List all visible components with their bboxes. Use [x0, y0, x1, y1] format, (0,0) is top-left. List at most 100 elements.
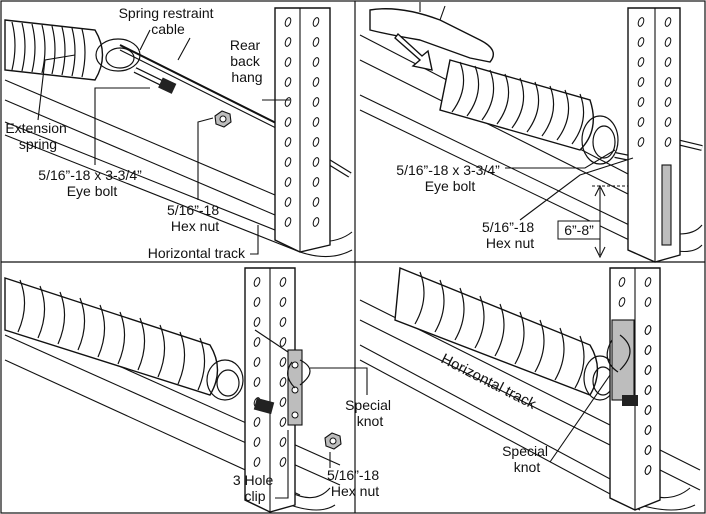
post-hole — [284, 37, 292, 47]
post-hole — [253, 417, 261, 427]
post-hole — [644, 277, 652, 287]
post-hole — [618, 277, 626, 287]
post-hole — [664, 97, 672, 107]
post-hole — [637, 57, 645, 67]
three-hole-clip-label: 3 Hole clip — [233, 472, 277, 504]
restraint-cable-drawing — [119, 44, 281, 126]
post-hole — [644, 445, 652, 455]
post-hole — [644, 385, 652, 395]
extension-spring-drawing-4 — [394, 266, 617, 401]
extension-spring-drawing-2 — [439, 59, 619, 165]
post-hole — [253, 437, 261, 447]
post-hole — [284, 117, 292, 127]
post-hole — [279, 437, 287, 447]
eye-bolt-drawing-3 — [253, 397, 275, 415]
post-hole — [253, 457, 261, 467]
extension-spring-label: Extension spring — [5, 120, 70, 152]
post-hole — [664, 37, 672, 47]
post-hole — [644, 297, 652, 307]
extension-spring-drawing — [4, 19, 141, 81]
post-hole — [284, 17, 292, 27]
post-hole — [312, 177, 320, 187]
post-hole — [279, 317, 287, 327]
post-hole — [637, 97, 645, 107]
post-hole — [644, 425, 652, 435]
post-hole — [284, 137, 292, 147]
post-hole — [279, 377, 287, 387]
post-hole — [644, 405, 652, 415]
clip-bracket-drawing — [661, 164, 672, 246]
post-hole — [637, 137, 645, 147]
panel-4: Horizontal track Special knot — [359, 266, 701, 511]
post-hole — [279, 297, 287, 307]
eye-bolt-label: 5/16”-18 x 3-3/4” Eye bolt — [38, 167, 145, 199]
post-hole — [253, 317, 261, 327]
post-hole — [253, 357, 261, 367]
post-hole — [279, 397, 287, 407]
post-hole — [284, 197, 292, 207]
angle-post-drawing — [274, 7, 331, 253]
post-hole — [284, 77, 292, 87]
post-hole — [284, 57, 292, 67]
post-hole — [637, 77, 645, 87]
hex-nut-label-3: 5/16”-18 Hex nut — [327, 467, 383, 499]
post-hole — [637, 117, 645, 127]
rear-back-hang-label: Rear back hang — [230, 37, 264, 85]
panel-2: 5/16”-18 x 3-3/4” Eye bolt 5/16”-18 Hex … — [359, 2, 703, 263]
horizontal-track-drawing — [4, 79, 353, 258]
post-hole — [312, 217, 320, 227]
special-knot-label: Special knot — [345, 397, 395, 429]
post-hole — [644, 365, 652, 375]
eye-bolt-drawing — [133, 67, 177, 94]
post-hole — [312, 157, 320, 167]
angle-post-drawing-3 — [244, 267, 296, 513]
post-hole — [312, 77, 320, 87]
post-hole — [637, 37, 645, 47]
post-hole — [312, 17, 320, 27]
hex-nut-label-2: 5/16”-18 Hex nut — [482, 219, 538, 251]
post-hole — [664, 17, 672, 27]
special-knot-label-4: Special knot — [502, 443, 552, 475]
post-hole — [664, 57, 672, 67]
extension-spring-drawing-3 — [4, 277, 244, 401]
post-hole — [279, 357, 287, 367]
post-hole — [664, 137, 672, 147]
post-hole — [279, 277, 287, 287]
post-hole — [253, 377, 261, 387]
spring-restraint-cable-label: Spring restraint cable — [119, 5, 218, 37]
horizontal-track-label: Horizontal track — [148, 245, 246, 261]
post-hole — [644, 325, 652, 335]
push-arrow — [394, 32, 433, 71]
dimension-marker — [557, 184, 628, 259]
dimension-label: 6”-8” — [564, 222, 594, 238]
post-hole — [253, 297, 261, 307]
post-hole — [284, 177, 292, 187]
panel-3: Special knot 3 Hole clip 5/16”-18 Hex nu… — [4, 267, 395, 513]
post-hole — [312, 197, 320, 207]
post-hole — [312, 97, 320, 107]
post-hole — [253, 337, 261, 347]
angle-post-drawing-2 — [627, 7, 681, 263]
post-hole — [637, 17, 645, 27]
hex-nut-label: 5/16”-18 Hex nut — [167, 202, 223, 234]
clip-plate-drawing — [611, 319, 635, 401]
panel-1: Spring restraint cable Rear back hang Ex… — [4, 5, 353, 261]
post-hole — [279, 457, 287, 467]
post-hole — [312, 137, 320, 147]
eye-bolt-label-2: 5/16”-18 x 3-3/4” Eye bolt — [396, 162, 503, 194]
post-hole — [279, 337, 287, 347]
post-hole — [284, 157, 292, 167]
post-hole — [644, 465, 652, 475]
post-hole — [644, 345, 652, 355]
post-hole — [664, 77, 672, 87]
hand-drawing — [369, 8, 494, 63]
post-hole — [279, 417, 287, 427]
post-hole — [284, 217, 292, 227]
post-hole — [312, 57, 320, 67]
post-hole — [312, 37, 320, 47]
post-hole — [618, 297, 626, 307]
post-hole — [664, 117, 672, 127]
post-hole — [312, 117, 320, 127]
